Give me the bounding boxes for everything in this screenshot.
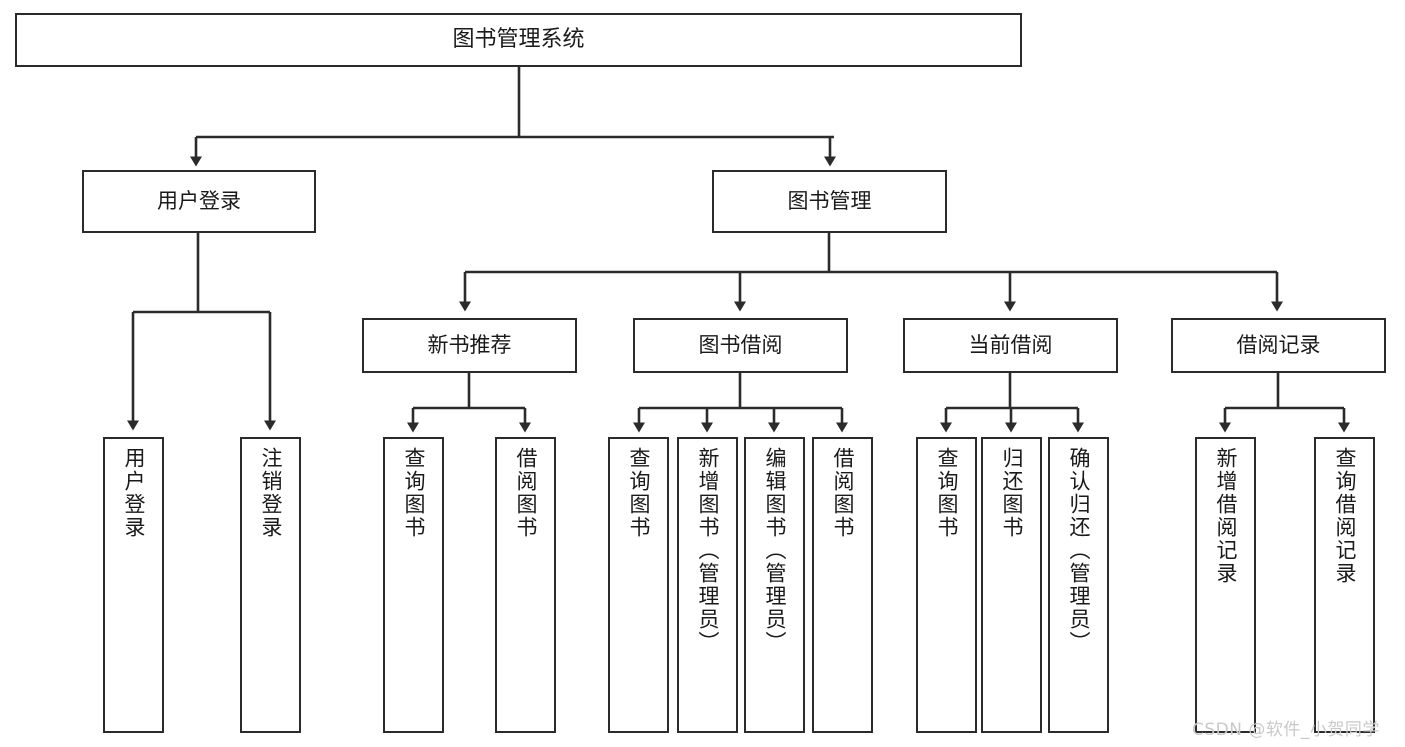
- node-label: 查询图书: [627, 447, 651, 539]
- node-label: 确认归还（管理员）: [1067, 447, 1091, 654]
- leaf-query-borrow-record[interactable]: 查询借阅记录: [1314, 437, 1375, 733]
- node-label: 归还图书: [1000, 447, 1024, 539]
- node-label: 当前借阅: [968, 333, 1053, 358]
- leaf-query-book-current[interactable]: 查询图书: [916, 437, 977, 733]
- node-label: 新增图书（管理员）: [696, 447, 720, 654]
- node-label: 注销登录: [259, 447, 283, 539]
- node-label: 查询借阅记录: [1333, 447, 1357, 585]
- node-label: 新增借阅记录: [1214, 447, 1238, 585]
- node-user-login[interactable]: 用户登录: [82, 170, 316, 233]
- node-book-borrow[interactable]: 图书借阅: [633, 318, 848, 373]
- leaf-edit-book-admin[interactable]: 编辑图书（管理员）: [744, 437, 805, 733]
- node-label: 图书管理: [787, 189, 872, 214]
- csdn-watermark: CSDN @软件_小贺同学: [1192, 720, 1380, 740]
- node-new-book-recommend[interactable]: 新书推荐: [362, 318, 577, 373]
- node-label: 查询图书: [402, 447, 426, 539]
- leaf-user-login[interactable]: 用户登录: [103, 437, 164, 733]
- node-label: 借阅图书: [831, 447, 855, 539]
- node-borrow-record[interactable]: 借阅记录: [1171, 318, 1386, 373]
- node-label: 新书推荐: [427, 333, 512, 358]
- leaf-add-book-admin[interactable]: 新增图书（管理员）: [677, 437, 738, 733]
- node-label: 图书借阅: [698, 333, 783, 358]
- leaf-query-book-recommend[interactable]: 查询图书: [383, 437, 444, 733]
- leaf-add-borrow-record[interactable]: 新增借阅记录: [1195, 437, 1256, 733]
- node-label: 查询图书: [935, 447, 959, 539]
- node-book-management[interactable]: 图书管理: [712, 170, 947, 233]
- node-label: 图书管理系统: [452, 27, 585, 53]
- node-current-borrow[interactable]: 当前借阅: [903, 318, 1118, 373]
- leaf-logout-login[interactable]: 注销登录: [240, 437, 301, 733]
- leaf-borrow-book[interactable]: 借阅图书: [812, 437, 873, 733]
- leaf-return-book[interactable]: 归还图书: [981, 437, 1042, 733]
- node-label: 用户登录: [122, 447, 146, 539]
- leaf-borrow-book-recommend[interactable]: 借阅图书: [495, 437, 556, 733]
- node-label: 编辑图书（管理员）: [763, 447, 787, 654]
- leaf-query-book-borrow[interactable]: 查询图书: [608, 437, 669, 733]
- node-root-book-management-system[interactable]: 图书管理系统: [15, 13, 1022, 67]
- leaf-confirm-return-admin[interactable]: 确认归还（管理员）: [1048, 437, 1109, 733]
- node-label: 用户登录: [157, 189, 241, 214]
- node-label: 借阅记录: [1236, 333, 1321, 358]
- node-label: 借阅图书: [514, 447, 538, 539]
